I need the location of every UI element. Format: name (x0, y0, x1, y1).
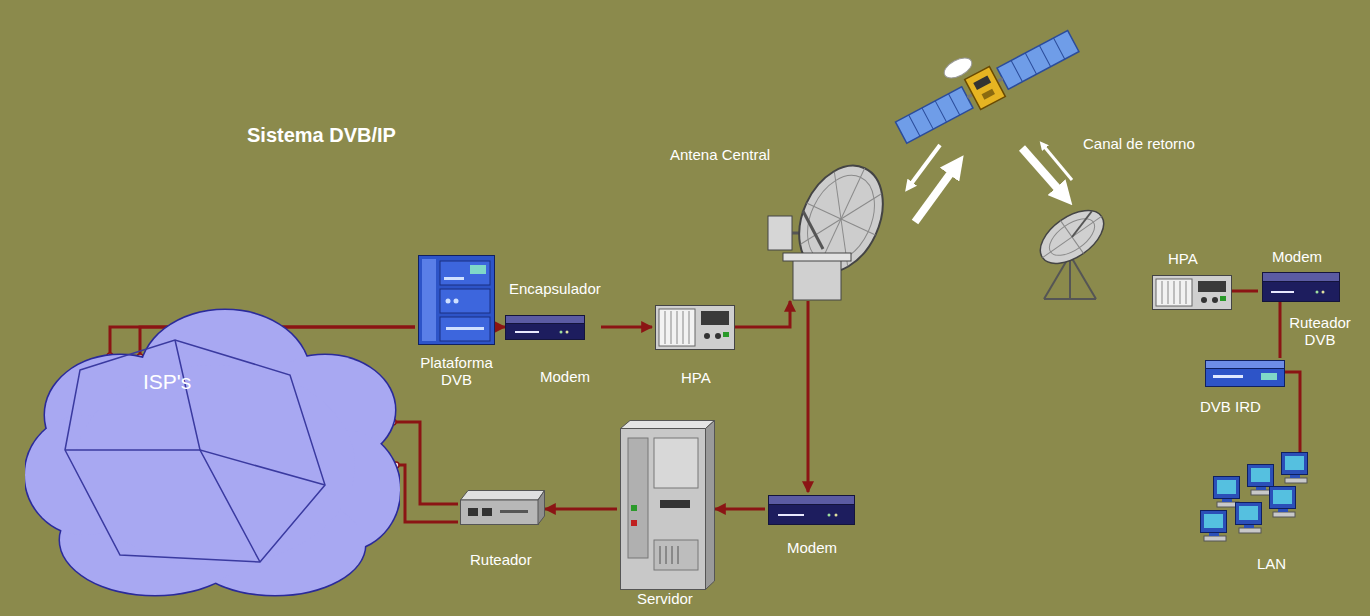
signal-wire (715, 508, 765, 511)
remote-dish (1031, 200, 1113, 299)
signal-wire (498, 326, 505, 329)
lan-node: LAN (1195, 452, 1310, 572)
label-box: Antena Central (670, 146, 770, 163)
link-arrows (908, 144, 1072, 222)
signal-wire (1285, 372, 1300, 452)
label-box: Ruteador (470, 551, 532, 568)
lan-icon (1195, 452, 1310, 547)
equipment-node: HPA (1148, 248, 1232, 310)
label-box: Encapsulador (509, 280, 601, 297)
label-box: Canal de retorno (1083, 135, 1195, 152)
label-box: Ruteador DVB (1285, 314, 1355, 348)
label-box: Modem (1272, 248, 1322, 265)
label-box: Servidor (637, 590, 693, 607)
equipment-node: Servidor (617, 418, 715, 607)
router-icon (460, 490, 545, 525)
label-box: Modem (787, 539, 837, 556)
ird-icon (1205, 360, 1285, 387)
signal-wire (393, 422, 458, 504)
free-label: Ruteador DVB (1289, 314, 1351, 348)
node-label: Modem (540, 368, 590, 385)
label-box: Plataforma DVB (415, 354, 498, 388)
server-icon (620, 420, 715, 590)
signal-wire (545, 508, 617, 511)
signal-wire (1279, 302, 1282, 358)
hpa-icon (655, 305, 735, 350)
equipment-node: Ruteador (458, 488, 545, 568)
node-label: Encapsulador (509, 280, 601, 297)
dish-icon (763, 161, 888, 301)
node-label: ISP's (143, 370, 191, 393)
platform-icon (418, 255, 495, 345)
node-label: Antena Central (670, 146, 770, 163)
modem-icon (768, 495, 855, 525)
node-label: LAN (1257, 555, 1286, 572)
label-box: Modem (540, 368, 590, 385)
label-box: DVB IRD (1200, 398, 1261, 415)
node-label: Ruteador (470, 551, 532, 568)
node-label: Modem (787, 539, 837, 556)
node-label: Servidor (637, 590, 693, 607)
modem-icon (505, 315, 585, 340)
label-box: LAN (1257, 555, 1286, 572)
cloud-icon (25, 300, 400, 600)
node-label: Plataforma DVB (420, 354, 493, 388)
diagram-title: Sistema DVB/IP (247, 124, 396, 147)
equipment-node: DVB IRD (1200, 358, 1285, 415)
equipment-node: Modem (765, 492, 855, 556)
modem-icon (1262, 272, 1340, 302)
label-box: HPA (681, 369, 711, 386)
node-label: Modem (1272, 248, 1322, 265)
node-label: HPA (1168, 250, 1198, 267)
antenna-node: Antena Central (668, 146, 888, 301)
label-box: HPA (1168, 250, 1198, 267)
equipment-node: HPA (652, 303, 735, 386)
signal-wire (601, 326, 652, 329)
equipment-node: Plataforma DVB (415, 255, 498, 388)
equipment-node: Modem (1258, 246, 1340, 302)
signal-wire (396, 465, 458, 522)
signal-wire (735, 301, 790, 327)
label-box: ISP's (143, 370, 191, 394)
satellite (893, 26, 1081, 148)
signal-wire (807, 301, 810, 492)
equipment-node: EncapsuladorModem (505, 280, 601, 385)
node-label: HPA (681, 369, 711, 386)
hpa-icon (1152, 275, 1232, 310)
free-label: Canal de retorno (1083, 135, 1195, 152)
cloud-node: ISP's (25, 300, 400, 600)
node-label: DVB IRD (1200, 398, 1261, 415)
signal-wire (1232, 290, 1258, 293)
